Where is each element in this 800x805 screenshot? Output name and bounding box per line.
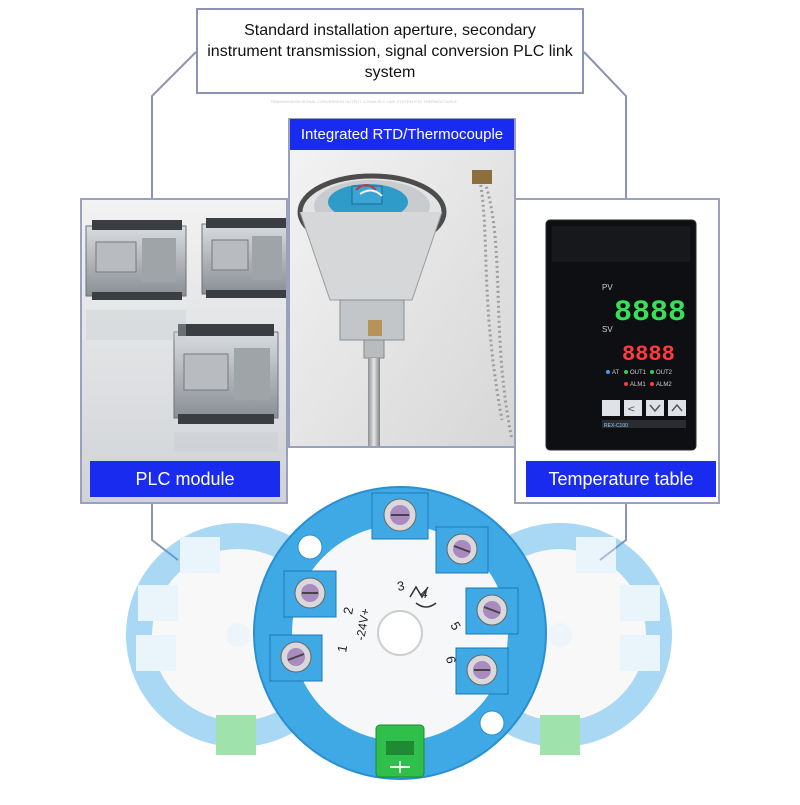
caption-text: Standard installation aperture, secondar… — [207, 21, 573, 81]
indicator-at: AT — [612, 370, 620, 376]
terminal-number-6: 6 — [443, 655, 459, 665]
down-button — [646, 400, 664, 416]
sensor-symbol-icon — [409, 585, 437, 608]
shift-left-icon: < — [627, 404, 635, 415]
sv-display: 8888 — [622, 342, 675, 367]
up-button — [668, 400, 686, 416]
indicator-alm2: ALM2 — [656, 382, 672, 388]
indicator-alm1: ALM1 — [630, 382, 646, 388]
temperature-transmitter-image: 1 2 3 4 5 6 -24V+ — [126, 486, 672, 780]
sv-label: SV — [602, 325, 613, 334]
pv-display: 8888 — [614, 296, 686, 330]
plc-module-image — [82, 200, 286, 502]
plc-unit-2 — [201, 218, 286, 298]
transmitter-group: 1 2 3 4 5 6 -24V+ — [120, 485, 680, 805]
caption-box: Standard installation aperture, secondar… — [196, 8, 584, 94]
plc-module-panel — [80, 198, 288, 504]
power-label: -24V+ — [353, 607, 372, 641]
up-arrow-icon — [671, 403, 683, 412]
rtd-panel — [288, 118, 516, 448]
rtd-thermocouple-image — [290, 120, 514, 446]
shift-left-button — [624, 400, 642, 416]
terminal-number-1: 1 — [334, 644, 350, 654]
temperature-table-panel: PV 8888 SV 8888 AT OUT1 OUT2 ALM1 ALM2 <… — [514, 198, 720, 504]
terminal-screws — [269, 492, 519, 695]
pv-label: PV — [602, 283, 613, 292]
plc-module-label: PLC module — [90, 461, 280, 497]
caption-fine-print: TRANSMISSION SIGNAL CONVERSION OUTPUT 4-… — [270, 100, 457, 104]
indicator-out2: OUT2 — [656, 370, 673, 376]
svg-text:REX-C100: REX-C100 — [604, 423, 628, 429]
plc-unit-1 — [85, 220, 187, 300]
temperature-controller-image: PV 8888 SV 8888 AT OUT1 OUT2 ALM1 ALM2 <… — [516, 200, 718, 502]
transmitter-main: 1 2 3 4 5 6 -24V+ — [253, 486, 547, 780]
rtd-label: Integrated RTD/Thermocouple — [290, 119, 514, 150]
down-arrow-icon — [649, 404, 661, 413]
usb-port — [375, 724, 425, 778]
temperature-table-label: Temperature table — [526, 461, 716, 497]
terminal-number-2: 2 — [340, 606, 356, 616]
plc-unit-3 — [173, 324, 279, 424]
indicator-out1: OUT1 — [630, 370, 647, 376]
usb-icon — [390, 761, 410, 773]
terminal-number-3: 3 — [396, 578, 406, 594]
set-button — [602, 400, 620, 416]
